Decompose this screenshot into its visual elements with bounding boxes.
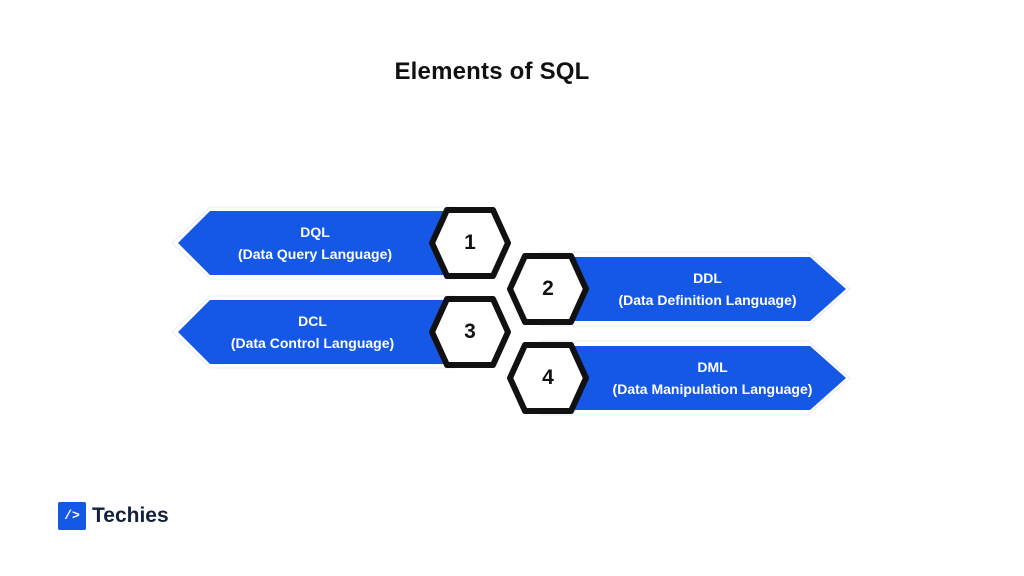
arrow-dml	[540, 346, 846, 410]
hexagon-2	[507, 253, 589, 325]
diagram-title: Elements of SQL	[394, 58, 590, 85]
label-ddl: DDL (Data Definition Language)	[585, 267, 830, 311]
label-dcl: DCL (Data Control Language)	[195, 310, 430, 354]
label-dml: DML (Data Manipulation Language)	[585, 356, 840, 400]
dcl-full: (Data Control Language)	[230, 335, 395, 351]
dml-full: (Data Manipulation Language)	[612, 381, 813, 397]
dml-abbr: DML	[697, 359, 728, 375]
dql-full: (Data Query Language)	[237, 246, 393, 262]
hexagon-number-4: 4	[542, 366, 554, 389]
hexagon-4	[507, 342, 589, 414]
arrow-dql	[178, 211, 456, 275]
label-dql: DQL (Data Query Language)	[200, 221, 430, 265]
logo-text: Techies	[92, 504, 169, 527]
ddl-full: (Data Definition Language)	[618, 292, 797, 308]
hexagon-1	[429, 207, 511, 279]
hexagon-number-3: 3	[464, 320, 476, 343]
dcl-abbr: DCL	[298, 313, 327, 329]
code-slash-icon: />	[58, 502, 86, 530]
dql-abbr: DQL	[300, 224, 330, 240]
logo-mark: />	[64, 508, 80, 523]
arrow-dcl	[178, 300, 456, 364]
hexagon-3	[429, 296, 511, 368]
hexagon-number-1: 1	[464, 231, 476, 254]
ddl-abbr: DDL	[693, 270, 722, 286]
hexagon-number-2: 2	[542, 277, 554, 300]
arrow-ddl	[540, 257, 846, 321]
